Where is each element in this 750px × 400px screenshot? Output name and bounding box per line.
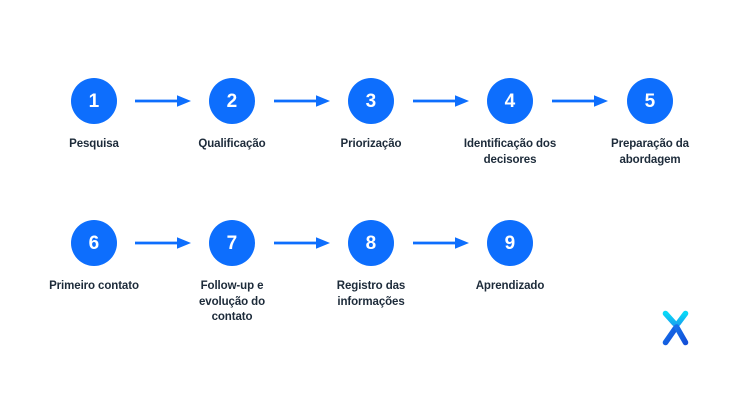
flow-arrow-4-to-5 <box>552 94 608 108</box>
step-number-2: 2 <box>226 90 238 112</box>
step-label-3: Priorização <box>340 138 402 150</box>
step-circle-1[interactable]: 1 <box>71 78 117 124</box>
step-circle-2[interactable]: 2 <box>209 78 255 124</box>
flow-arrow-3-to-4 <box>413 94 469 108</box>
flow-step-2[interactable]: 2 Qualificação <box>162 78 302 153</box>
step-label-4: Identificação dos decisores <box>463 138 557 166</box>
flow-step-8[interactable]: 8 Registro das informações <box>301 220 441 310</box>
flow-step-6[interactable]: 6 Primeiro contato <box>24 220 164 295</box>
step-circle-6[interactable]: 6 <box>71 220 117 266</box>
step-number-3: 3 <box>365 90 377 112</box>
step-label-7: Follow-up e evolução do contato <box>199 280 265 324</box>
step-label-5: Preparação da abordagem <box>611 138 689 166</box>
step-label-1: Pesquisa <box>69 138 119 150</box>
flow-arrow-7-to-8 <box>274 236 330 250</box>
flow-arrow-1-to-2 <box>135 94 191 108</box>
step-number-9: 9 <box>504 232 516 254</box>
step-circle-7[interactable]: 7 <box>209 220 255 266</box>
flow-step-1[interactable]: 1 Pesquisa <box>24 78 164 153</box>
step-label-2: Qualificação <box>198 138 266 150</box>
step-number-1: 1 <box>88 90 100 112</box>
step-circle-5[interactable]: 5 <box>627 78 673 124</box>
step-circle-8[interactable]: 8 <box>348 220 394 266</box>
step-number-7: 7 <box>226 232 238 254</box>
step-circle-4[interactable]: 4 <box>487 78 533 124</box>
step-circle-9[interactable]: 9 <box>487 220 533 266</box>
step-label-8: Registro das informações <box>336 280 406 308</box>
step-number-5: 5 <box>644 90 656 112</box>
flow-step-7[interactable]: 7 Follow-up e evolução do contato <box>162 220 302 326</box>
flow-arrow-6-to-7 <box>135 236 191 250</box>
step-number-6: 6 <box>88 232 100 254</box>
flow-arrow-2-to-3 <box>274 94 330 108</box>
flow-step-5[interactable]: 5 Preparação da abordagem <box>580 78 720 168</box>
step-label-9: Aprendizado <box>475 280 545 292</box>
step-label-6: Primeiro contato <box>49 280 139 292</box>
flow-step-3[interactable]: 3 Priorização <box>301 78 441 153</box>
flow-arrow-8-to-9 <box>413 236 469 250</box>
step-circle-3[interactable]: 3 <box>348 78 394 124</box>
flow-step-4[interactable]: 4 Identificação dos decisores <box>440 78 580 168</box>
step-number-8: 8 <box>365 232 377 254</box>
step-number-4: 4 <box>504 90 516 112</box>
asterisk-star-logo <box>657 306 703 352</box>
flow-step-9[interactable]: 9 Aprendizado <box>440 220 580 295</box>
